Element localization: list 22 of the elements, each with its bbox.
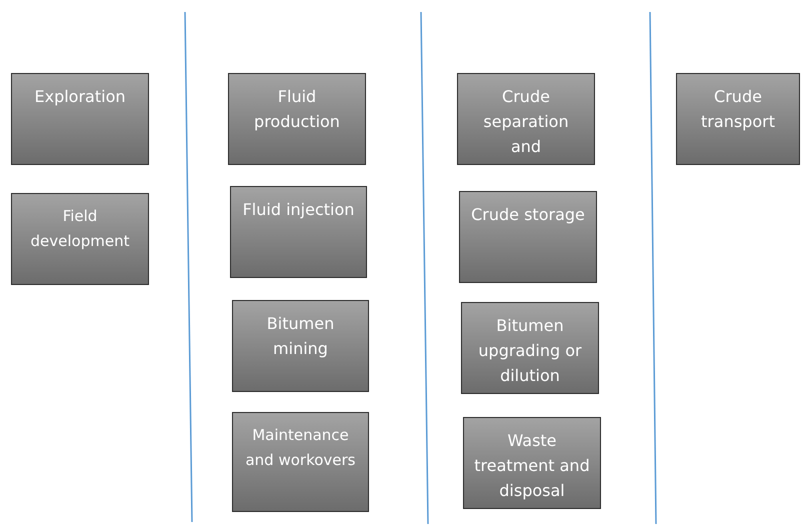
box-label: Maintenance and workovers <box>244 425 357 471</box>
process-box <box>459 191 597 283</box>
box-label: Crude transport <box>700 86 776 133</box>
process-box <box>11 193 149 285</box>
box-label: Fluid production <box>253 86 341 133</box>
box-label: Crude separation and <box>482 86 570 158</box>
process-box <box>232 300 369 392</box>
box-label: Bitumen upgrading or dilution <box>477 315 583 387</box>
process-box <box>228 73 366 165</box>
box-label: Field development <box>30 206 130 252</box>
process-box <box>461 302 599 394</box>
box-label: Exploration <box>34 86 126 108</box>
process-box <box>11 73 149 165</box>
box-label: Waste treatment and disposal <box>474 430 590 502</box>
process-box <box>676 73 800 165</box>
process-box <box>232 412 369 512</box>
box-label: Fluid injection <box>242 199 354 221</box>
process-box <box>463 417 601 509</box>
process-box <box>230 186 367 278</box>
box-label: Bitumen mining <box>266 313 336 360</box>
process-box <box>457 73 595 165</box>
box-label: Crude storage <box>471 204 585 226</box>
